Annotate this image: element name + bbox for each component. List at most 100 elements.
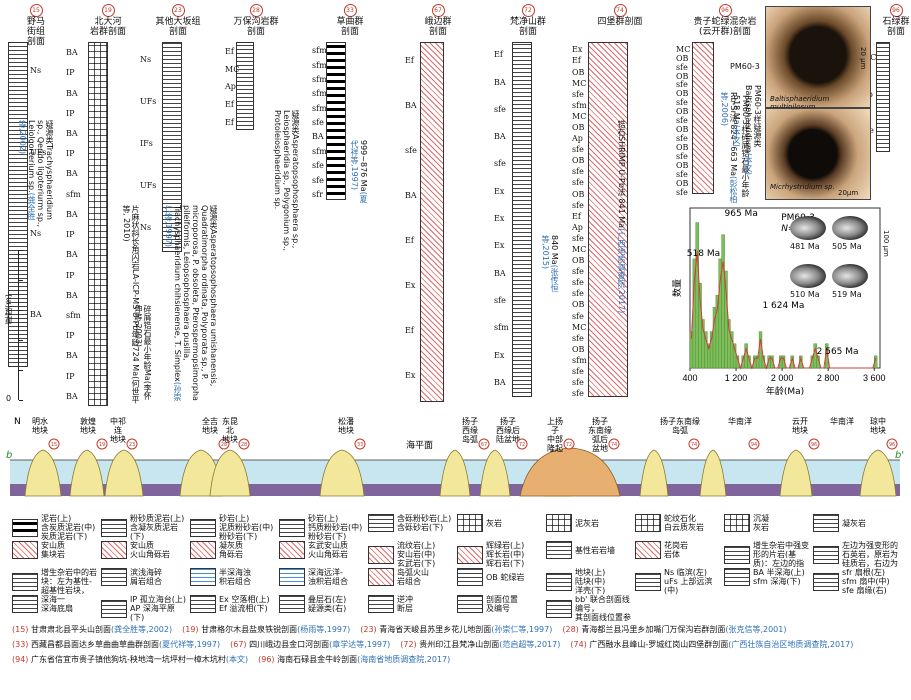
legend-swatch xyxy=(546,541,572,559)
facies-label: IP xyxy=(66,270,75,280)
facies-label: sfe xyxy=(572,367,584,377)
legend-label: 花岗岩 岩体 xyxy=(664,541,688,559)
facies-label: sfm xyxy=(494,323,509,333)
annotation-citation: (广西地质调查院,2017) xyxy=(617,228,626,314)
facies-label: BA xyxy=(66,169,78,179)
peak-label: 1 624 Ma xyxy=(762,301,804,311)
reference-citation: (海南省地质调查院,2017) xyxy=(357,655,451,664)
facies-label: BA xyxy=(66,48,78,58)
crust-block xyxy=(439,449,471,497)
legend-label: 增生杂岩中的岩块：左为基性-超基性岩块， 中为火山弧岩石组合岩块；右为碳酸盐岩岩… xyxy=(41,568,97,595)
facies-label: sfe xyxy=(494,104,506,114)
legend-label: 泥灰岩 xyxy=(575,518,599,528)
facies-label: OB xyxy=(572,122,585,132)
tectonic-unit-label: 云开地块 xyxy=(792,417,808,435)
column-name: 石绿群 剖面 xyxy=(882,17,910,37)
facies-label: Ef xyxy=(405,235,414,245)
reference-text: 甘肃肃北县平头山剖面 xyxy=(28,625,111,634)
annotation-text: PM60-3样疑源类Baltisphaeridium xyxy=(744,85,762,153)
facies-label: MC xyxy=(572,322,587,332)
column-name: 北大河 岩群剖面 xyxy=(89,17,126,37)
crust-block xyxy=(859,449,897,497)
zircon-age-label: 519 Ma xyxy=(832,290,862,299)
reference-line: (94) 广东省信宜市贵子镇他狗坑-秧地湾一坑坪村一樟木坑村(本文)(96) 海… xyxy=(12,652,907,667)
facies-label: sfe xyxy=(572,378,584,388)
zircon-age-label: 481 Ma xyxy=(790,242,820,251)
reference-item: (28) 青海都兰县冯里乡加嘴门万保沟岩群剖面(张克信等,2001) xyxy=(562,625,786,634)
profile-location-marker xyxy=(808,438,820,450)
legend-swatch xyxy=(368,595,394,613)
facies-label: BA xyxy=(494,377,506,387)
column-name: 贵子蛇绿混杂岩 (云开群)剖面 xyxy=(693,17,757,37)
legend-item: 蛇纹石化 白云质灰岩 xyxy=(635,514,722,532)
legend-swatch xyxy=(12,595,38,613)
profile-location-number: 74 xyxy=(611,442,617,448)
legend-swatch xyxy=(635,514,661,532)
profile-location-number: 96 xyxy=(811,442,817,448)
tectonic-unit-label: 扬子东南缘岛弧 xyxy=(660,416,700,435)
reference-item: (19) 甘肃格尔木县盐泉铁锐剖面(杨雨等,1997) xyxy=(182,625,350,634)
profile-location-number: 33 xyxy=(357,442,363,448)
facies-label: sfe xyxy=(676,134,688,144)
legend-item: 左边为强变形的石英岩，原岩为 硅质岩，右边为强变形的蓝片岩 xyxy=(813,541,900,568)
reference-list: (15) 甘肃肃北县平头山剖面(龚全胜等,2002)(19) 甘肃格尔木县盐泉铁… xyxy=(12,622,907,667)
reference-number: (28) xyxy=(562,625,579,634)
reference-item: (74) 广西融水县峰山-罗城红岗山四堡群剖面(广西壮族自治区地质调查院,201… xyxy=(570,640,853,649)
stratigraphic-column xyxy=(236,42,254,130)
legend-swatch xyxy=(101,518,127,537)
profile-location-number: 28 xyxy=(241,442,247,448)
sample-label-top: PM60-3 xyxy=(730,62,760,71)
facies-label: MC xyxy=(225,64,240,74)
profile-location-marker xyxy=(688,438,700,450)
profile-location-number: 72 xyxy=(566,442,572,448)
legend-label: 流纹岩(上) 安山岩(中) 玄武岩(下) xyxy=(397,541,436,568)
reference-text: 广西融水县峰山-罗城红岗山四堡群剖面 xyxy=(586,640,729,649)
legend-label: 岛弧火山 岩组合 xyxy=(397,568,429,586)
crust-block xyxy=(69,449,105,497)
facies-label: sfe xyxy=(405,145,417,155)
annotation-text: 片麻状斜长角闪岩LA-ICP-MS U-Pb年龄724 Ma(何世平等, 201… xyxy=(122,205,140,404)
x-tick-label: 2 000 xyxy=(771,373,794,383)
legend-item: 剖面位置 及编号 xyxy=(457,595,544,613)
profile-location-marker xyxy=(748,438,760,450)
profile-location-marker xyxy=(608,438,620,450)
legend-label: 安山质 火山角砾岩 xyxy=(130,541,170,559)
facies-label: sfe xyxy=(676,62,688,72)
legend-swatch xyxy=(724,545,750,564)
crust-block xyxy=(639,449,669,497)
histogram-bar xyxy=(695,222,699,369)
facies-label: Ap xyxy=(225,82,236,92)
column-name: 其他大坂组 剖面 xyxy=(155,17,201,37)
legend-item: 流纹岩(上) 安山岩(中) 玄武岩(下) xyxy=(368,541,455,568)
crust-block xyxy=(104,449,144,497)
profile-location-marker xyxy=(563,438,575,450)
facies-label: BA xyxy=(66,351,78,361)
facies-label: MC xyxy=(572,111,587,121)
crust-block xyxy=(699,449,727,497)
reference-number: (15) xyxy=(12,625,29,634)
facies-label: Ex xyxy=(405,370,416,380)
column-number: 23 xyxy=(171,4,185,17)
legend-swatch xyxy=(368,545,394,564)
stratigraphic-column xyxy=(420,42,444,402)
microfossil-photo-2: Micrhystridium sp. 20μm xyxy=(765,108,871,200)
legend-label: BA 半深海(上) sfm 深海(下) xyxy=(753,568,805,586)
legend-label: 左边为强变形的石英岩，原岩为 硅质岩，右边为强变形的蓝片岩 xyxy=(842,541,898,568)
thickness-tick xyxy=(19,340,23,341)
facies-label: OB xyxy=(676,160,689,170)
facies-label: sfe xyxy=(572,278,584,288)
facies-label: Ex xyxy=(494,186,505,196)
profile-location-marker xyxy=(218,438,230,450)
facies-label: sfe xyxy=(676,98,688,108)
profile-location-number: 23 xyxy=(129,442,135,448)
profile-location-number: 28 xyxy=(221,442,227,448)
legend-swatch xyxy=(279,518,305,537)
column-number: 74 xyxy=(613,4,627,17)
sea-level-label: 海平面 xyxy=(406,439,433,451)
legend-swatch xyxy=(813,514,839,532)
thickness-tick xyxy=(19,370,23,371)
